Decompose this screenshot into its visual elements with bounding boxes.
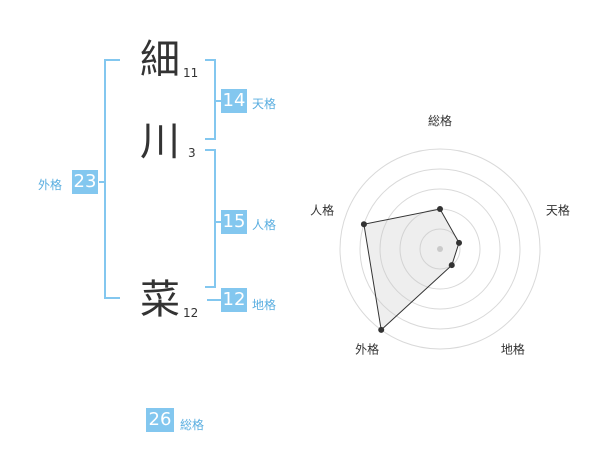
radar-ring-3 <box>379 188 501 310</box>
name-char-1: 細 <box>140 37 180 83</box>
jinkaku-bracket <box>205 149 216 288</box>
name-char-1-strokes: 11 <box>183 66 199 80</box>
name-char-3-strokes: 12 <box>183 306 199 320</box>
jinkaku-value: 15 <box>221 210 247 234</box>
gaikaku-bracket <box>104 59 120 299</box>
radar-axis-label-1: 天格 <box>546 203 570 218</box>
radar-center <box>437 246 443 252</box>
radar-axis-label-3: 外格 <box>355 341 379 356</box>
tenkaku-value: 14 <box>221 89 247 113</box>
radar-point-2 <box>448 262 455 269</box>
name-char-2: 川 <box>140 119 180 165</box>
radar-ring-4 <box>359 168 521 330</box>
radar-point-4 <box>360 221 367 228</box>
soukaku-label: 総格 <box>180 418 205 432</box>
radar-ring-5 <box>339 148 541 350</box>
tenkaku-bracket <box>205 59 216 140</box>
radar-point-3 <box>378 326 385 333</box>
radar-ring-1 <box>419 228 461 270</box>
name-char-3: 菜 <box>140 277 180 323</box>
radar-series-polygon <box>363 208 460 331</box>
radar-point-1 <box>456 239 463 246</box>
chikaku-label: 地格 <box>252 298 277 312</box>
chikaku-value: 12 <box>221 288 247 312</box>
gaikaku-value: 23 <box>72 170 98 194</box>
radar-axis-label-4: 人格 <box>310 203 334 218</box>
radar-axis-label-0: 総格 <box>428 113 452 128</box>
jinkaku-label: 人格 <box>252 218 277 232</box>
tenkaku-label: 天格 <box>252 97 277 111</box>
radar-axis-label-2: 地格 <box>501 341 525 356</box>
gaikaku-label: 外格 <box>38 178 63 192</box>
name-char-2-strokes: 3 <box>188 146 196 160</box>
radar-point-0 <box>437 206 443 212</box>
soukaku-value: 26 <box>146 408 174 432</box>
